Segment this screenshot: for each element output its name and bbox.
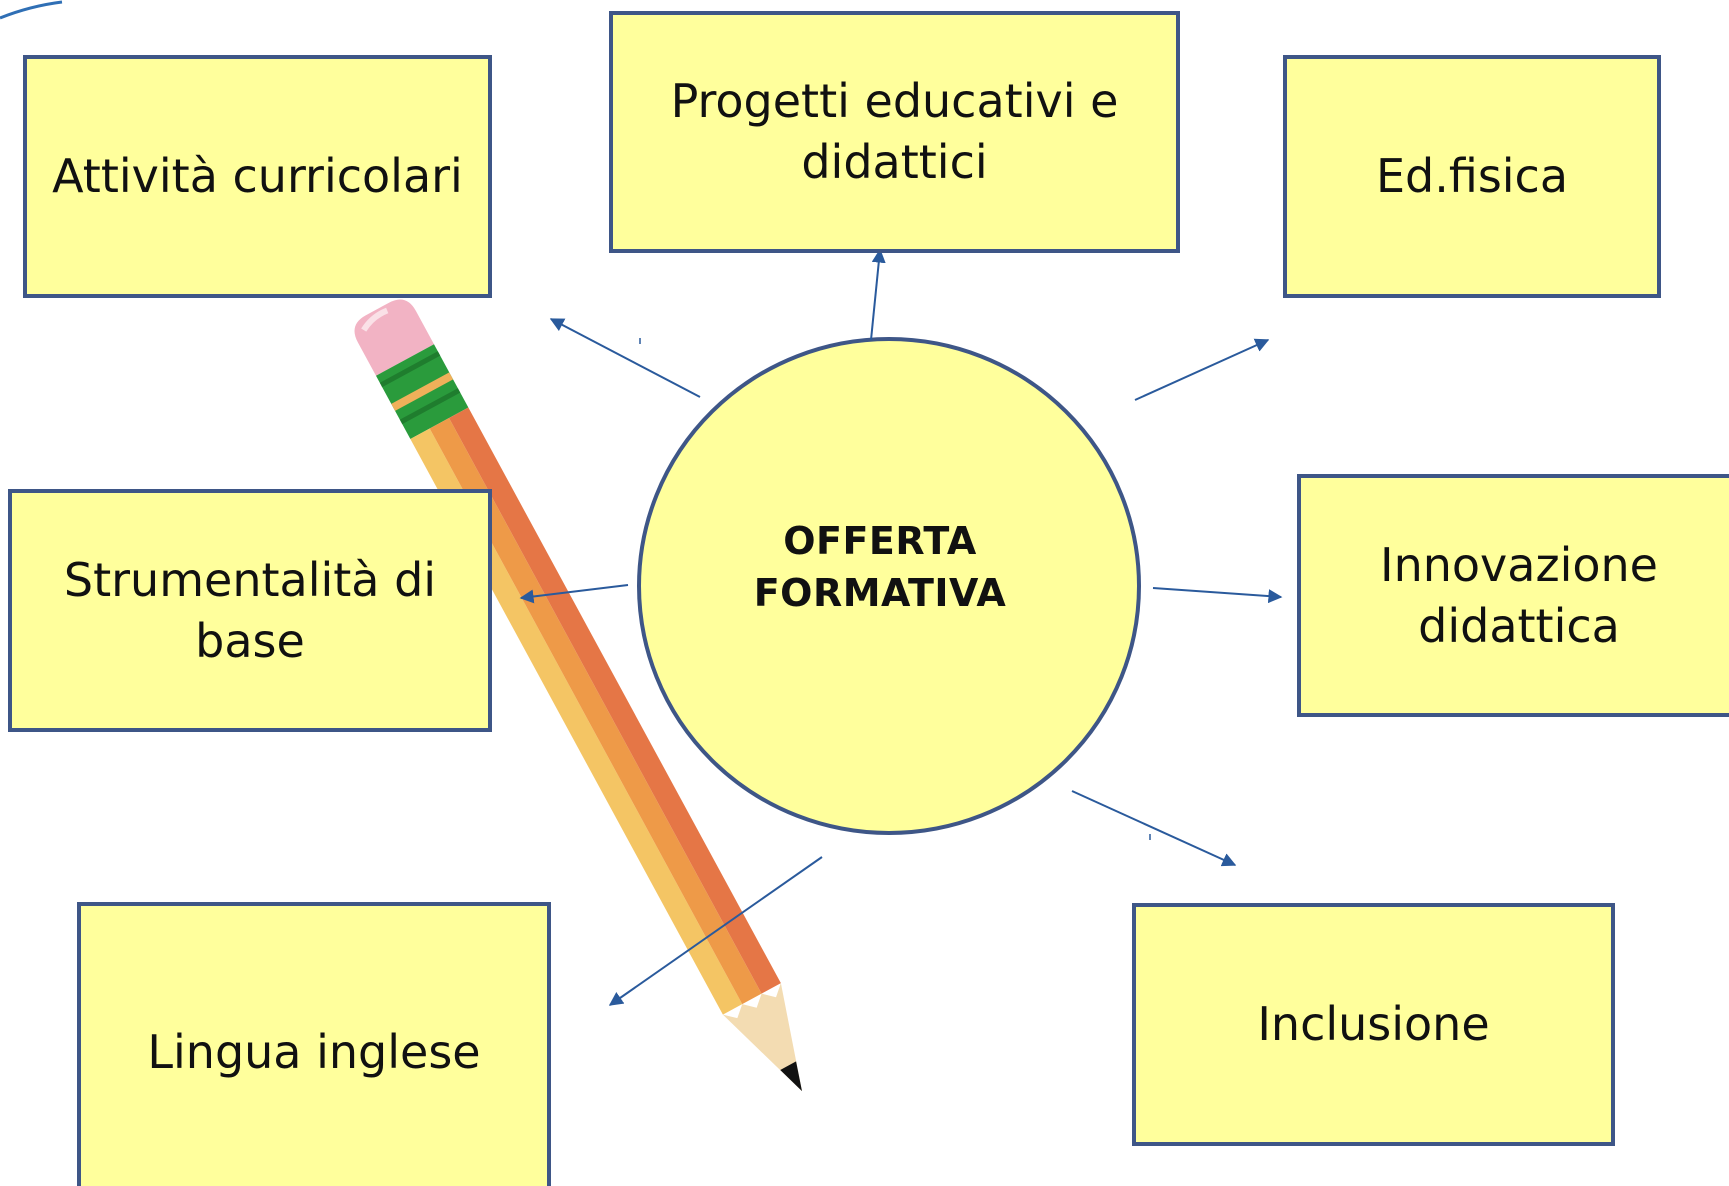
box-ed-fisica: Ed.fisica: [1283, 55, 1661, 298]
pencil-illustration: [354, 299, 802, 1092]
arrow-to-lingua: [608, 856, 823, 1006]
box-label: Strumentalità di base: [63, 552, 437, 668]
box-label: Innovazione didattica: [1380, 537, 1658, 653]
center-label: OFFERTA FORMATIVA: [753, 519, 1007, 616]
box-attivita-curricolari: Attività curricolari: [23, 55, 492, 298]
box-label: Progetti educativi e didattici: [670, 74, 1119, 189]
arrow-to-strumentalita: [519, 584, 629, 604]
box-innovazione-didattica: Innovazione didattica: [1297, 474, 1729, 717]
arrow-to-edfisica: [1134, 338, 1270, 401]
box-label: Attività curricolari: [52, 149, 463, 204]
arrow-to-inclusione: [1071, 790, 1237, 867]
box-strumentalita-di-base: Strumentalità di base: [8, 489, 492, 732]
pencil-lead: [780, 1061, 802, 1092]
box-label: Inclusione: [1257, 997, 1490, 1052]
box-label: Ed.fisica: [1375, 149, 1569, 204]
center-circle: [637, 337, 1141, 835]
box-progetti-educativi: Progetti educativi e didattici: [609, 11, 1180, 253]
arrow-to-attivita: [549, 318, 701, 398]
arrows: [519, 248, 1283, 1006]
pencil-tip: [722, 983, 802, 1092]
box-inclusione: Inclusione: [1132, 903, 1615, 1146]
box-lingua-inglese: Lingua inglese: [77, 902, 551, 1186]
pencil-body: [410, 428, 743, 1015]
corner-swoosh: [0, 0, 63, 20]
box-label: Lingua inglese: [147, 1024, 481, 1079]
arrow-to-innovazione: [1152, 587, 1283, 604]
arrow-to-progetti: [870, 248, 886, 341]
